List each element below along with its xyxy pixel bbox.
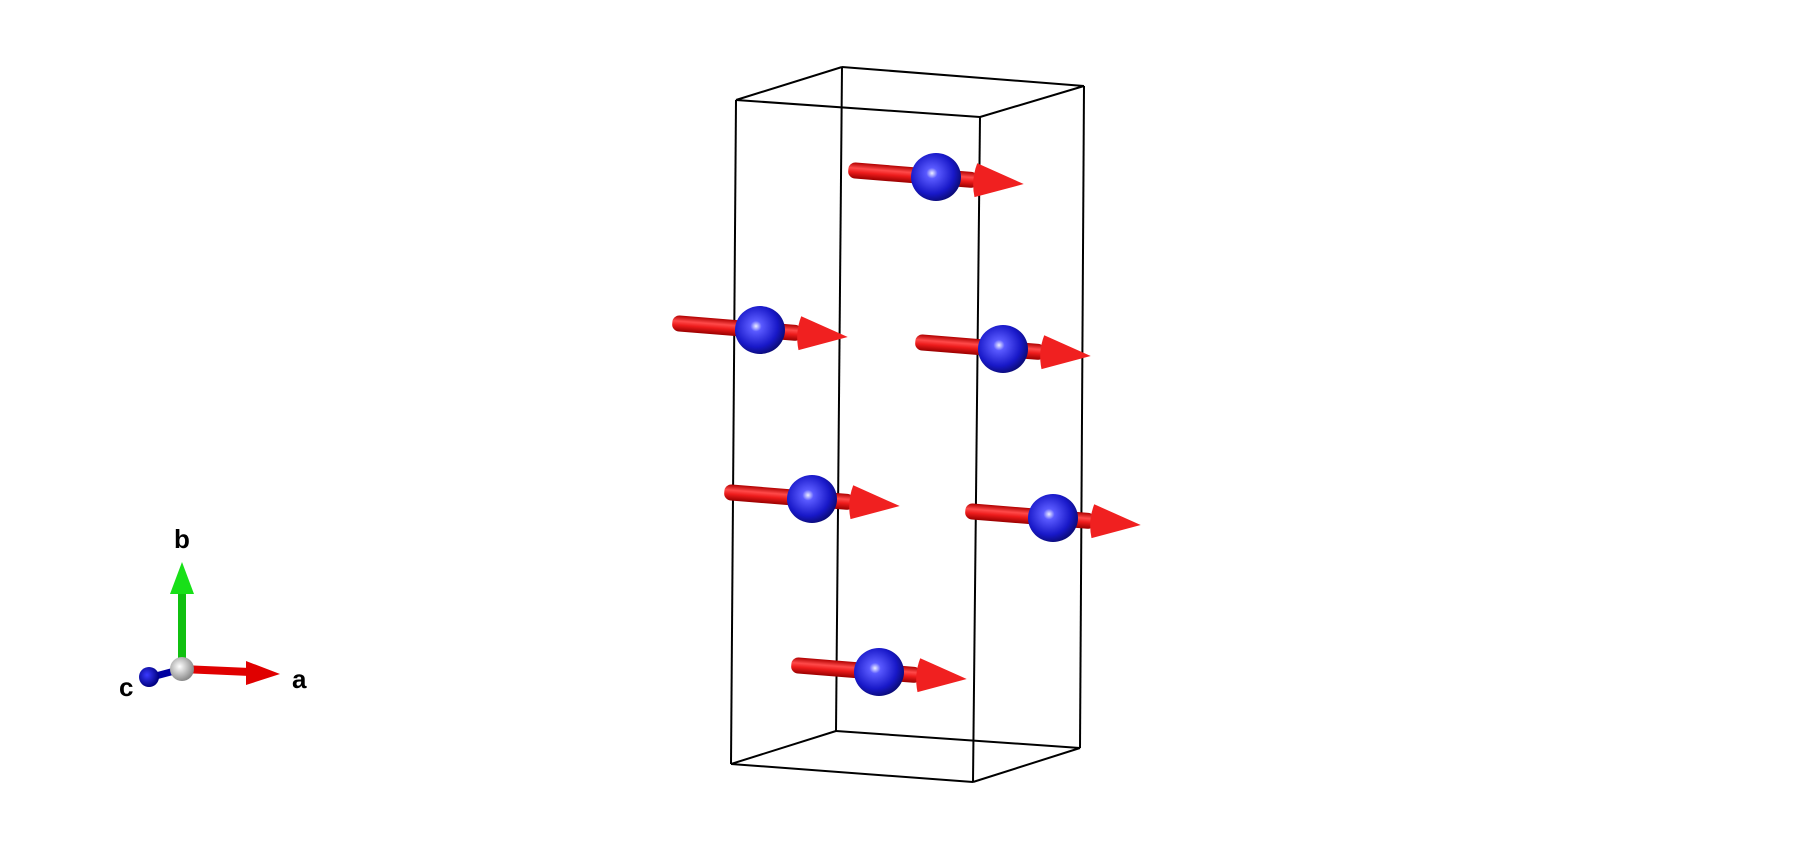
cell-edge <box>835 66 843 732</box>
a-axis-arrowhead <box>246 661 280 685</box>
unit-cell-box <box>730 66 1085 783</box>
spin-arrow-head <box>849 485 900 520</box>
spin-arrow-head <box>1040 335 1091 370</box>
magnetic-atom[interactable] <box>914 325 1092 373</box>
b-axis-arrowhead <box>170 562 194 594</box>
magnetic-atom[interactable] <box>964 494 1142 542</box>
magnetic-atom[interactable] <box>723 475 901 523</box>
magnetic-atom[interactable] <box>847 153 1025 201</box>
axis-origin <box>170 657 194 681</box>
a-axis-label: a <box>292 664 307 694</box>
spin-arrow-head <box>973 163 1024 198</box>
axis-indicator: b a c <box>119 524 307 702</box>
atom-sphere <box>911 153 961 201</box>
cell-edge <box>979 85 1085 118</box>
atom-sphere <box>1028 494 1078 542</box>
spin-arrow-head <box>916 658 967 693</box>
magnetic-atom[interactable] <box>671 306 849 354</box>
atom-sphere <box>978 325 1028 373</box>
cell-edge <box>835 730 1081 749</box>
cell-edge <box>841 66 1085 87</box>
cell-edge <box>730 730 837 765</box>
b-axis-label: b <box>174 524 190 554</box>
spin-arrow-head <box>1090 504 1141 539</box>
cell-edge <box>1079 85 1085 749</box>
spin-arrow-head <box>797 316 848 351</box>
cell-edge <box>730 763 974 783</box>
atom-sphere <box>787 475 837 523</box>
cell-edge <box>735 66 843 101</box>
c-axis-label: c <box>119 672 133 702</box>
atom-sphere <box>735 306 785 354</box>
cell-edge <box>972 116 981 783</box>
cell-edge <box>972 747 1081 783</box>
c-axis-ball <box>139 667 159 687</box>
atoms-layer <box>671 153 1142 696</box>
atom-sphere <box>854 648 904 696</box>
cell-edge <box>730 99 737 765</box>
cell-edge <box>735 99 981 118</box>
magnetic-atom[interactable] <box>790 648 968 696</box>
